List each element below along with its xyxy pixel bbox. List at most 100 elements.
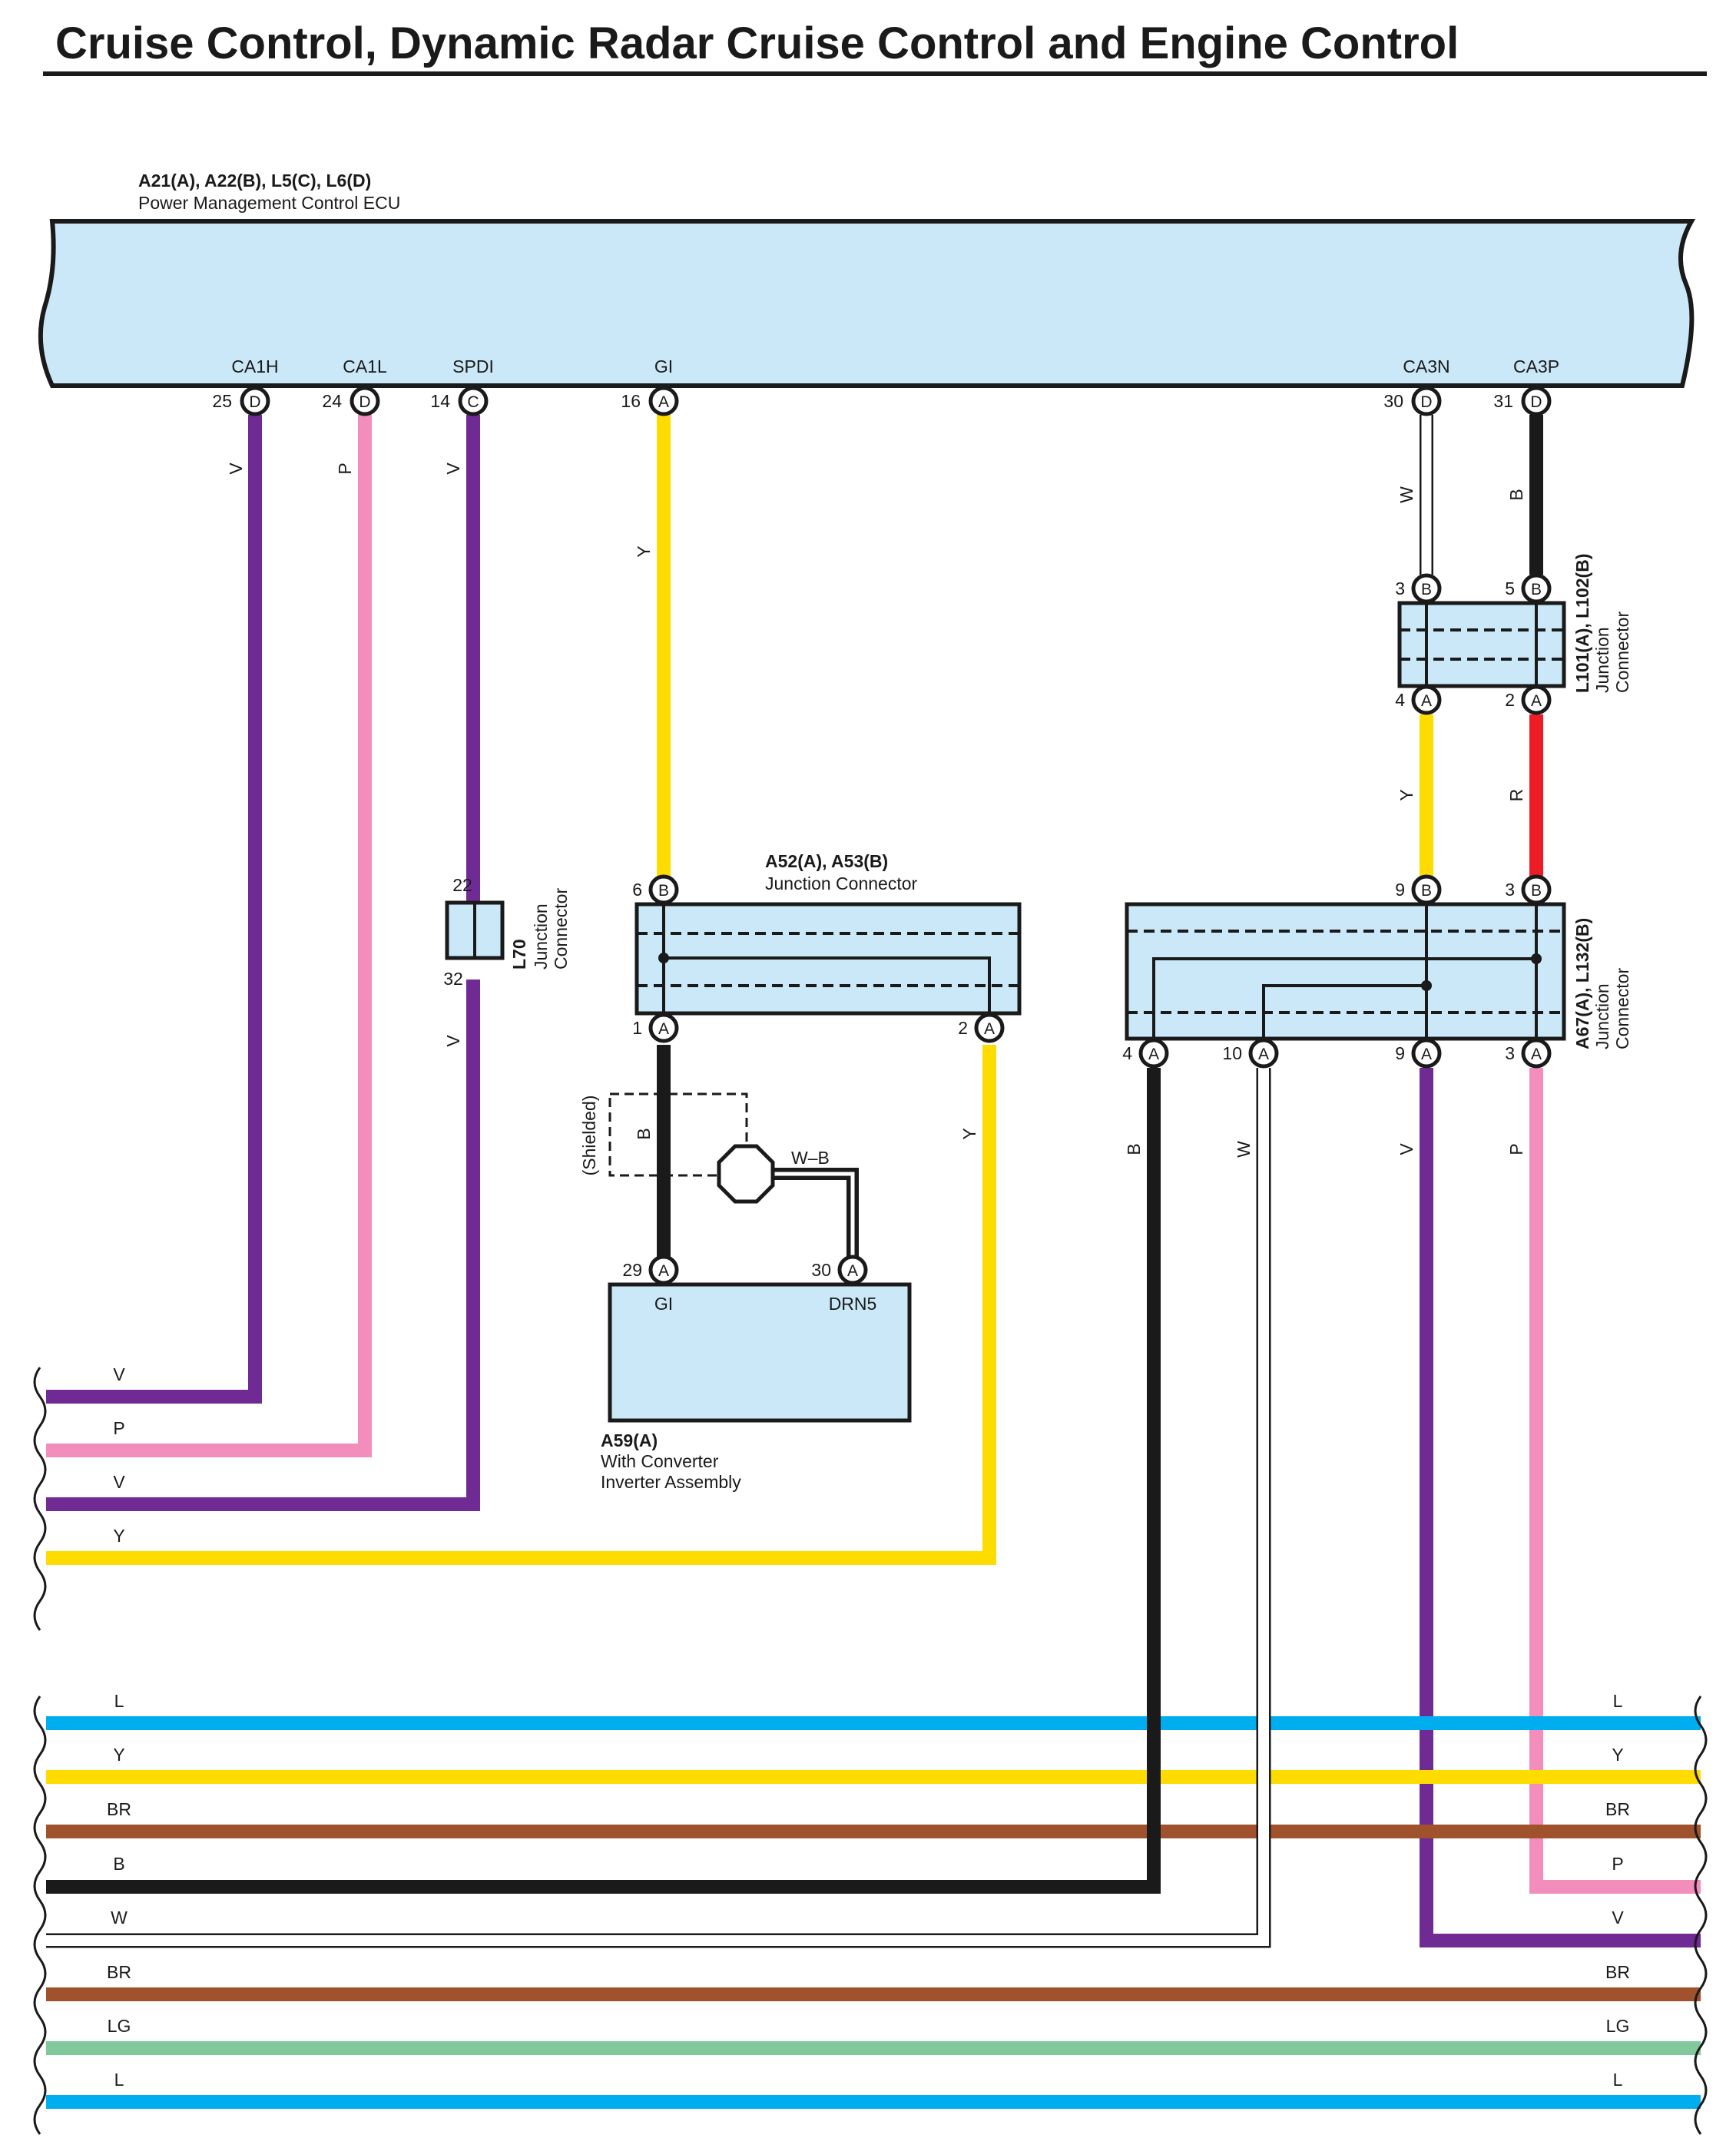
left-bus-label-v1: V bbox=[113, 1364, 125, 1384]
svg-text:B: B bbox=[1531, 581, 1542, 598]
wire-label-spdi: V bbox=[443, 462, 463, 475]
ecu-name: Power Management Control ECU bbox=[138, 193, 400, 213]
svg-text:A: A bbox=[1258, 1046, 1269, 1063]
left-bus-label-y: Y bbox=[113, 1526, 124, 1546]
break-mark-right-lower bbox=[1694, 1696, 1708, 2135]
a67-splice-dot-1 bbox=[1421, 980, 1432, 991]
svg-text:9: 9 bbox=[1395, 1043, 1405, 1063]
a52-pin-a2: A 2 bbox=[958, 1013, 1005, 1043]
l101-pin-b5: B 5 bbox=[1505, 573, 1552, 604]
terminal-ca1l-name: CA1L bbox=[343, 356, 387, 376]
bus-right-label-1: Y bbox=[1612, 1745, 1623, 1765]
ecu-pin-gi-num: 16 bbox=[621, 391, 641, 411]
ecu-id: A21(A), A22(B), L5(C), L6(D) bbox=[138, 171, 371, 191]
wire-label-l101-a2: R bbox=[1506, 789, 1526, 802]
svg-text:B: B bbox=[1421, 882, 1432, 900]
a67-type-line2: Connector bbox=[1612, 968, 1632, 1049]
a59-terminal-gi-name: GI bbox=[654, 1294, 673, 1314]
bus-right-label-3: P bbox=[1612, 1854, 1623, 1874]
svg-text:5: 5 bbox=[1505, 578, 1515, 598]
ecu-pin-ca3n: D 30 bbox=[1383, 386, 1442, 416]
wire-label-ca3p: B bbox=[1506, 489, 1526, 500]
l101-junction-box bbox=[1397, 601, 1566, 688]
ecu-pin-ca3n-num: 30 bbox=[1383, 391, 1403, 411]
wire-label-a67-a4: B bbox=[1124, 1143, 1144, 1155]
svg-text:9: 9 bbox=[1395, 880, 1405, 900]
a59-converter-inverter bbox=[608, 1282, 912, 1423]
wire-label-a52-a2: Y bbox=[959, 1128, 979, 1139]
left-bus-label-p: P bbox=[113, 1418, 124, 1438]
a67-id: A67(A), L132(B) bbox=[1572, 918, 1592, 1049]
a52-pin-a1: A 1 bbox=[632, 1013, 679, 1043]
a67-splice-dot-2 bbox=[1531, 953, 1542, 964]
a67-pin-a3: A 3 bbox=[1505, 1038, 1552, 1069]
wire-label-gi: Y bbox=[634, 545, 654, 557]
svg-text:D: D bbox=[249, 393, 260, 411]
svg-text:2: 2 bbox=[958, 1018, 968, 1038]
bus-left-label-2: BR bbox=[107, 1799, 131, 1819]
bus-right-label-0: L bbox=[1613, 1691, 1623, 1711]
terminal-spdi-name: SPDI bbox=[452, 356, 494, 376]
l101-pin-a2: A 2 bbox=[1505, 685, 1552, 715]
l101-id: L101(A), L102(B) bbox=[1572, 554, 1592, 693]
a67-pin-b3: B 3 bbox=[1505, 874, 1552, 905]
svg-text:A: A bbox=[1421, 1046, 1432, 1063]
a67-pin-a10: A 10 bbox=[1222, 1038, 1279, 1069]
wire-a67-a4 bbox=[46, 1068, 1161, 1894]
bus-right-label-2: BR bbox=[1605, 1799, 1630, 1819]
ecu-pin-ca1l-num: 24 bbox=[322, 391, 342, 411]
ecu-pin-spdi-num: 14 bbox=[430, 391, 450, 411]
wire-label-a67-a10: W bbox=[1234, 1141, 1254, 1158]
a59-pin-drn5: A 30 bbox=[811, 1255, 868, 1285]
diagram-title: Cruise Control, Dynamic Radar Cruise Con… bbox=[55, 18, 1459, 68]
bus-wires bbox=[46, 1716, 1701, 2109]
wire-ca1l bbox=[46, 415, 372, 1457]
wire-a52-a2 bbox=[46, 1045, 996, 1565]
svg-text:30: 30 bbox=[811, 1260, 831, 1280]
a59-name-line1: With Converter bbox=[601, 1451, 719, 1471]
l70-pin-bottom: 32 bbox=[443, 969, 463, 989]
l70-id: L70 bbox=[509, 939, 529, 970]
shield-ground-octagon bbox=[717, 1144, 775, 1204]
break-marks bbox=[33, 1367, 1708, 2135]
svg-text:10: 10 bbox=[1222, 1043, 1242, 1063]
svg-text:A: A bbox=[1148, 1046, 1159, 1063]
break-mark-left-upper bbox=[33, 1367, 47, 1631]
wire-label-ca3n: W bbox=[1396, 486, 1416, 503]
drain-wire-color: W–B bbox=[791, 1148, 830, 1168]
svg-text:4: 4 bbox=[1122, 1043, 1132, 1063]
power-management-ecu bbox=[38, 219, 1696, 388]
terminal-ca1h-name: CA1H bbox=[231, 356, 278, 376]
ecu-pin-ca1h-num: 25 bbox=[212, 391, 232, 411]
l101-type-line2: Connector bbox=[1612, 612, 1632, 693]
wire-label-a67-a3: P bbox=[1506, 1143, 1526, 1155]
svg-text:B: B bbox=[1421, 581, 1432, 598]
a67-type-line1: Junction bbox=[1592, 983, 1612, 1049]
a52-internal-link-2 bbox=[664, 956, 991, 1013]
svg-text:A: A bbox=[658, 1262, 669, 1280]
svg-text:D: D bbox=[1530, 393, 1542, 411]
ecu-pin-ca1h: D 25 bbox=[212, 386, 270, 416]
a67-pin-a9: A 9 bbox=[1395, 1038, 1442, 1069]
svg-text:2: 2 bbox=[1505, 690, 1515, 710]
wire-color-labels: V P V V Y W B Y R B Y B W V P bbox=[226, 462, 1526, 1158]
ecu-pin-ca1l: D 24 bbox=[322, 386, 380, 416]
wires bbox=[46, 415, 1701, 1947]
bus-right-label-7: L bbox=[1613, 2070, 1623, 2090]
a67-pin-b9: B 9 bbox=[1395, 874, 1442, 905]
svg-text:D: D bbox=[359, 393, 370, 411]
bus-left-label-3: B bbox=[113, 1854, 124, 1874]
bus-left-label-5: BR bbox=[107, 1962, 131, 1982]
svg-text:4: 4 bbox=[1395, 690, 1405, 710]
a67-internal-link-b bbox=[1152, 957, 1536, 1039]
wire-ca1h bbox=[46, 415, 262, 1404]
drain-wire-outline bbox=[774, 1168, 859, 1264]
wire-spdi-lower bbox=[46, 980, 480, 1511]
a52-id: A52(A), A53(B) bbox=[765, 851, 888, 871]
svg-text:3: 3 bbox=[1505, 880, 1515, 900]
wire-a67-a3 bbox=[1529, 1068, 1701, 1894]
svg-text:A: A bbox=[847, 1262, 858, 1280]
terminal-gi-name: GI bbox=[654, 356, 673, 376]
terminal-ca3n-name: CA3N bbox=[1403, 356, 1449, 376]
